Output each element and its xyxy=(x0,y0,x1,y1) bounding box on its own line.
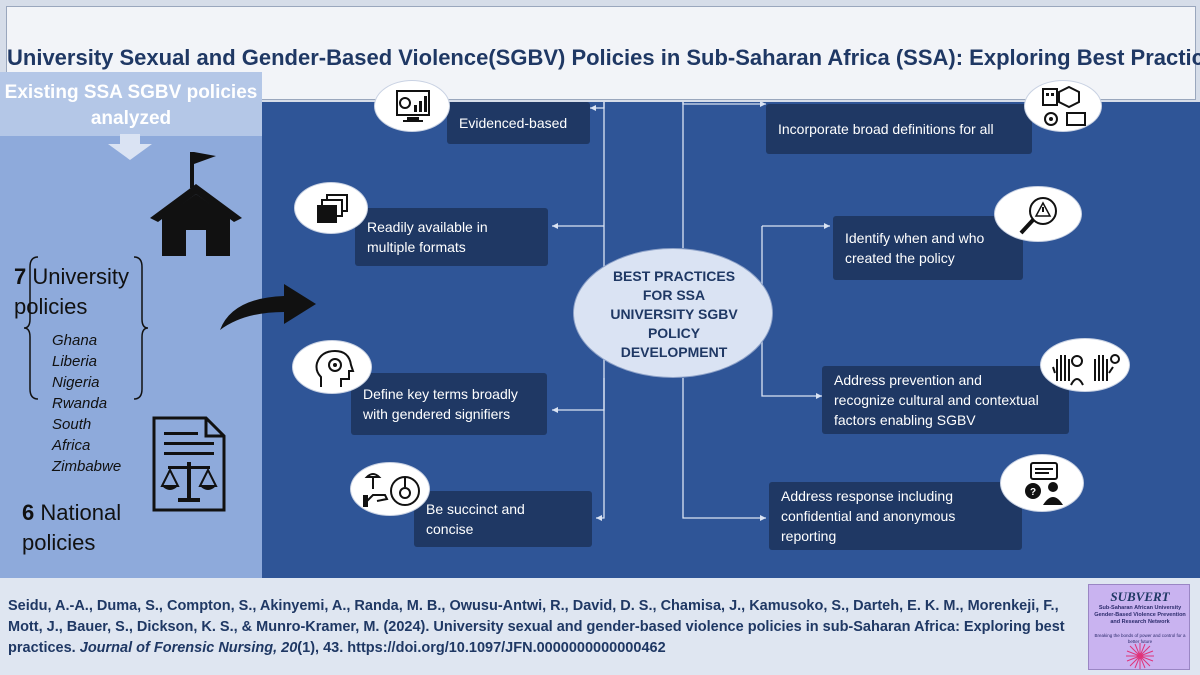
practice-label-line2: concise xyxy=(426,521,474,537)
down-arrow-icon xyxy=(108,134,152,160)
practice-identify-when-who: Identify when and who created the policy xyxy=(833,216,1023,280)
practice-label-line1: Define key terms broadly xyxy=(363,386,518,402)
subvert-tagline: Breaking the bonds of power and control … xyxy=(1094,633,1186,644)
formats-bubble xyxy=(294,182,368,234)
center-line: BEST PRACTICES xyxy=(612,268,736,284)
national-policies-count: 6 National policies xyxy=(22,498,172,558)
buildings-gear-icon xyxy=(1042,85,1086,126)
center-line: FOR SSA xyxy=(642,287,706,303)
practice-label-line1: Address response including xyxy=(781,488,953,504)
define-bubble xyxy=(292,340,372,394)
svg-text:?: ? xyxy=(1030,487,1036,498)
broad-definitions-bubble xyxy=(1024,80,1102,132)
evidence-bubble xyxy=(374,80,450,132)
university-number: 7 xyxy=(14,264,27,289)
practice-label-line2: confidential and anonymous xyxy=(781,508,956,524)
left-panel-header: Existing SSA SGBV policies analyzed xyxy=(0,72,262,136)
university-label-line1: University xyxy=(32,264,129,289)
practice-address-prevention: Address prevention and recognize cultura… xyxy=(822,366,1069,434)
center-ellipse: BEST PRACTICES FOR SSA UNIVERSITY SGBV P… xyxy=(573,248,773,378)
magnifier-warning-icon xyxy=(1019,197,1057,235)
country-list: Ghana Liberia Nigeria Rwanda South Afric… xyxy=(52,330,142,477)
country-item: Liberia xyxy=(52,353,98,370)
practice-broad-definitions: Incorporate broad definitions for all xyxy=(766,104,1032,154)
practice-label: Incorporate broad definitions for all xyxy=(778,121,994,137)
practice-label-line1: Identify when and who xyxy=(845,230,985,246)
left-header-text: Existing SSA SGBV policies analyzed xyxy=(0,80,262,132)
national-label-line1: National xyxy=(40,500,122,525)
practice-define-key-terms: Define key terms broadly with gendered s… xyxy=(351,373,547,435)
practice-label-line1: Readily available in xyxy=(367,219,488,235)
subvert-logo: SUBVERT Sub-Saharan African University G… xyxy=(1088,584,1190,670)
practice-readily-available: Readily available in multiple formats xyxy=(355,208,548,266)
law-document-icon xyxy=(152,416,226,512)
reporting-person-icon: ? xyxy=(1025,462,1063,505)
succinct-bubble xyxy=(350,462,430,516)
country-item: Ghana xyxy=(52,332,98,349)
practice-label-line1: Address prevention and xyxy=(834,372,982,388)
practice-label-line2: recognize cultural and contextual xyxy=(834,392,1039,408)
left-header-line2: analyzed xyxy=(90,108,172,129)
citation-issue: (1), 43. https://doi.org/10.1097/JFN.000… xyxy=(297,640,666,656)
practice-label-line2: multiple formats xyxy=(367,239,466,255)
left-header-line1: Existing SSA SGBV policies xyxy=(4,82,258,103)
practice-label-line3: reporting xyxy=(781,528,837,544)
center-line: UNIVERSITY SGBV xyxy=(610,306,738,322)
left-panel: Existing SSA SGBV policies analyzed 7 Un… xyxy=(0,72,262,578)
country-item: Rwanda xyxy=(52,395,108,412)
practice-label-line2: created the policy xyxy=(845,250,955,266)
monitor-chart-icon xyxy=(396,90,430,122)
practice-address-response: Address response including confidential … xyxy=(769,482,1022,550)
citation-authors: Seidu, A.-A., Duma, S., Compton, S., Aki… xyxy=(8,598,1065,656)
stacked-pages-icon xyxy=(317,194,348,223)
curved-arrow-icon xyxy=(220,284,316,330)
country-item: Nigeria xyxy=(52,374,100,391)
response-bubble: ? xyxy=(1000,454,1084,512)
practice-evidenced-based: Evidenced-based xyxy=(447,102,590,144)
national-number: 6 xyxy=(22,500,35,525)
identify-bubble xyxy=(994,186,1082,242)
center-text: BEST PRACTICES FOR SSA UNIVERSITY SGBV P… xyxy=(574,267,774,362)
country-item: South xyxy=(52,416,92,433)
starburst-icon xyxy=(1126,643,1154,669)
practice-label: Evidenced-based xyxy=(459,115,568,131)
subvert-subtitle: Sub-Saharan African University Gender-Ba… xyxy=(1094,605,1186,625)
country-item: Africa xyxy=(52,437,91,454)
country-item: Zimbabwe xyxy=(52,458,122,475)
stop-hands-icon xyxy=(1052,354,1120,386)
citation-journal: Journal of Forensic Nursing, 20 xyxy=(79,640,298,656)
university-policies-count: 7 University policies xyxy=(14,262,164,322)
right-bracket-icon xyxy=(133,256,149,400)
practice-label-line3: factors enabling SGBV xyxy=(834,412,976,428)
page-title: University Sexual and Gender-Based Viole… xyxy=(7,45,1200,70)
national-label-line2: policies xyxy=(22,530,96,555)
hand-target-icon xyxy=(363,473,420,507)
subvert-title: SUBVERT xyxy=(1110,589,1170,604)
center-line: DEVELOPMENT xyxy=(620,344,728,360)
prevention-bubble xyxy=(1040,338,1130,392)
practice-label-line2: with gendered signifiers xyxy=(363,406,511,422)
practice-label-line1: Be succinct and xyxy=(426,501,525,517)
university-label-line2: policies xyxy=(14,294,88,319)
school-house-icon xyxy=(150,152,242,256)
citation: Seidu, A.-A., Duma, S., Compton, S., Aki… xyxy=(8,596,1068,659)
left-bracket-icon xyxy=(23,256,39,400)
center-line: POLICY xyxy=(647,325,701,341)
head-gear-icon xyxy=(315,349,355,387)
practice-succinct: Be succinct and concise xyxy=(414,491,592,547)
title-bar: University Sexual and Gender-Based Viole… xyxy=(0,0,1200,102)
